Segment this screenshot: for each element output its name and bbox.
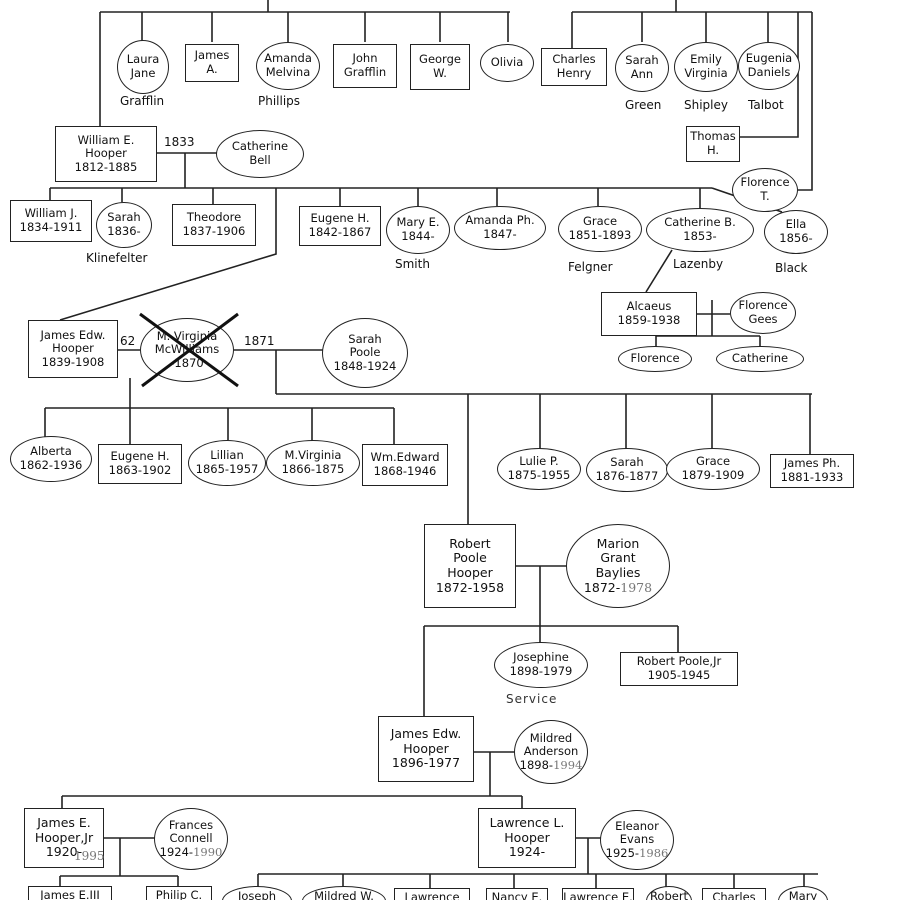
person-josephine: Josephine 1898-1979 [494,642,588,688]
person-ella: Ella 1856- [764,210,828,254]
frances-years: 1924-1990 [159,844,223,860]
person-james-ph: James Ph. 1881-1933 [770,454,854,488]
person-florence: Florence [618,346,692,372]
marriage-year-1833: 1833 [164,135,195,149]
person-mildred-anderson: Mildred Anderson 1898-1994 [514,720,588,784]
eleanor-name: Eleanor Evans [615,818,659,847]
surname-grafflin: Grafflin [120,94,165,108]
surname-service: Service [506,692,558,706]
surname-smith: Smith [395,257,430,271]
marion-death-handwritten: 1978 [620,579,653,595]
person-sarah-poole: Sarah Poole 1848-1924 [322,318,408,388]
marriage-year-1871: 1871 [244,334,275,348]
person-grace-1879: Grace 1879-1909 [666,448,760,490]
person-william-e-hooper: William E. Hooper 1812-1885 [55,126,157,182]
person-sarah-ann: Sarah Ann [615,44,669,92]
person-alberta: Alberta 1862-1936 [10,436,92,482]
person-james-e-iii: James E.III [28,886,112,900]
person-james-edw-hooper-1839: James Edw. Hooper 1839-1908 [28,320,118,378]
person-catherine-bell: Catherine Bell [216,130,304,178]
crossed-out-mark [139,312,239,388]
person-james-edw-hooper-1896: James Edw. Hooper 1896-1977 [378,716,474,782]
surname-shipley: Shipley [684,98,728,112]
person-m-virginia: M.Virginia 1866-1875 [266,440,360,486]
person-bottom-e: Lawrence E. [562,888,634,900]
person-robert-poole-jr: Robert Poole,Jr 1905-1945 [620,652,738,686]
person-alcaeus: Alcaeus 1859-1938 [601,292,697,336]
person-mary-e: Mary E. 1844- [386,206,450,254]
person-theodore: Theodore 1837-1906 [172,204,256,246]
person-thomas-h: Thomas H. [686,126,740,162]
person-bottom-b: Mildred W. [302,886,386,900]
person-catherine-b: Catherine B. 1853- [646,208,754,252]
surname-lazenby: Lazenby [673,257,724,271]
person-william-j: William J. 1834-1911 [10,200,92,242]
surname-black: Black [775,261,808,275]
marriage-year-62: 62 [120,334,136,348]
person-emily-virginia: Emily Virginia [674,42,738,92]
person-florence-t: Florence T. [732,168,798,212]
person-catherine: Catherine [716,346,804,372]
frances-death-handwritten: 1990 [193,844,223,859]
mildred-death-handwritten: 1994 [553,757,583,772]
eleanor-years: 1925-1986 [605,845,669,861]
person-eleanor-evans: Eleanor Evans 1925-1986 [600,810,674,870]
person-bottom-f: Robert [646,886,692,900]
person-amanda-melvina: Amanda Melvina [256,42,320,90]
surname-green: Green [625,98,662,112]
person-sarah-1876: Sarah 1876-1877 [586,448,668,492]
frances-birth: 1924- [159,844,194,859]
surname-phillips: Phillips [258,94,301,108]
person-florence-gees: Florence Gees [730,292,796,334]
person-olivia: Olivia [480,44,534,82]
person-lawrence-l-hooper: Lawrence L. Hooper 1924- [478,808,576,868]
marion-birth: 1872- [583,579,621,595]
person-grace-1851: Grace 1851-1893 [558,206,642,252]
person-amanda-ph: Amanda Ph. 1847- [454,206,546,250]
frances-name: Frances Connell [168,817,214,846]
person-bottom-c: Lawrence [394,888,470,900]
eleanor-death-handwritten: 1986 [639,845,669,860]
person-philip-c: Philip C. [146,886,212,900]
person-lulie-p: Lulie P. 1875-1955 [497,448,581,490]
surname-klinefelter: Klinefelter [86,251,148,265]
mildred-name: Mildred Anderson [523,730,579,759]
person-bottom-g: Charles [702,888,766,900]
surname-talbot: Talbot [748,98,784,112]
person-marion-grant-baylies: Marion Grant Baylies 1872-1978 [566,524,670,608]
person-charles-henry: Charles Henry [541,48,607,86]
person-james-a: James A. [185,44,239,82]
eleanor-birth: 1925- [605,845,640,860]
person-james-e-hooper-jr: James E. Hooper,Jr 1920- [24,808,104,868]
marion-years: 1872-1978 [583,579,653,596]
person-eugenia-daniels: Eugenia Daniels [738,42,800,90]
surname-felgner: Felgner [568,260,613,274]
person-george-w: George W. [410,44,470,90]
marion-name: Marion Grant Baylies [595,535,641,580]
james-jr-death-handwritten: 1995 [74,849,105,863]
person-sarah-1836: Sarah 1836- [96,202,152,248]
james-jr-name: James E. Hooper,Jr 1920- [34,814,94,860]
mildred-birth: 1898- [519,757,554,772]
person-frances-connell: Frances Connell 1924-1990 [154,808,228,870]
person-wm-edward: Wm.Edward 1868-1946 [362,444,448,486]
person-john-grafflin: John Grafflin [333,44,397,88]
mildred-years: 1898-1994 [519,757,583,773]
person-eugene-1863: Eugene H. 1863-1902 [98,444,182,484]
person-laura-jane: Laura Jane [117,40,169,94]
person-robert-poole-hooper: Robert Poole Hooper 1872-1958 [424,524,516,608]
person-bottom-d: Nancy E. [486,888,548,900]
person-eugene-1842: Eugene H. 1842-1867 [299,206,381,246]
person-lillian: Lillian 1865-1957 [188,440,266,486]
